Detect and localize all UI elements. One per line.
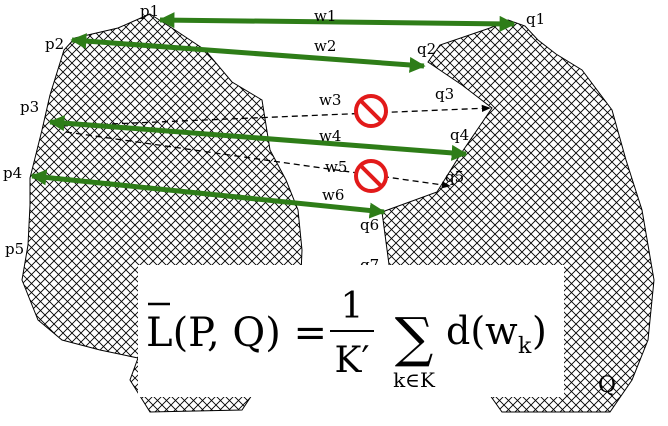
formula-denominator: K′ <box>334 340 369 381</box>
label-w1: w1 <box>314 7 336 25</box>
prohibited-icon-w5 <box>354 159 388 193</box>
link-w4 <box>48 115 468 161</box>
formula-sum-index: k∈K <box>393 368 436 392</box>
formula-numerator: 1 <box>341 286 364 327</box>
label-q1: q1 <box>526 10 545 28</box>
formula: L(P, Q) = 1 K′ ∑ k∈K d(w k ) <box>146 286 547 392</box>
link-w2 <box>70 33 426 73</box>
label-p4: p4 <box>3 164 22 182</box>
label-w2: w2 <box>314 37 336 55</box>
label-w5: w5 <box>325 158 347 176</box>
label-q3: q3 <box>435 85 454 103</box>
label-p1: p1 <box>140 2 159 20</box>
formula-term: d(w <box>446 309 518 353</box>
label-w4: w4 <box>319 127 341 145</box>
prohibited-icon-w3 <box>354 94 388 128</box>
label-w3: w3 <box>319 91 341 109</box>
label-shape-q: Q <box>598 373 616 398</box>
label-p2: p2 <box>45 35 64 53</box>
label-w6: w6 <box>322 186 344 204</box>
formula-lhs: L(P, Q) = <box>146 310 327 356</box>
formula-term-close: ) <box>532 309 547 353</box>
link-w1 <box>158 12 516 32</box>
label-q6: q6 <box>360 216 379 234</box>
label-q5: q5 <box>445 168 464 186</box>
label-p3: p3 <box>20 98 39 116</box>
link-w6 <box>30 169 386 219</box>
formula-term-sub: k <box>518 334 532 359</box>
label-q2: q2 <box>417 40 436 58</box>
label-p5: p5 <box>5 240 24 258</box>
formula-sum: ∑ <box>395 306 434 369</box>
label-q4: q4 <box>450 126 469 144</box>
